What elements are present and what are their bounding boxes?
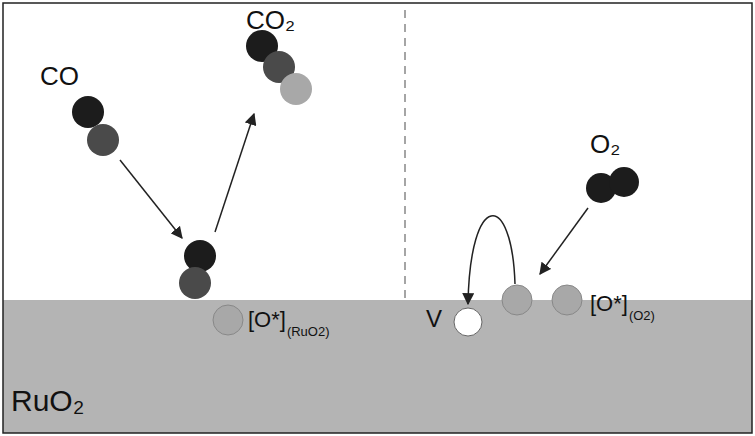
species-label: [O*] — [590, 292, 628, 316]
vacancy — [454, 308, 482, 336]
adsorbed-co — [179, 240, 216, 299]
ruo2-slab — [3, 300, 752, 433]
frame — [3, 3, 752, 433]
molecule-label: O₂ — [590, 130, 620, 159]
adsorbed-oxygen — [502, 285, 532, 315]
dissociation-arrow — [540, 208, 588, 274]
co2-molecule — [246, 30, 312, 105]
species-subscript: (RuO2) — [287, 325, 330, 339]
molecule-label: CO₂ — [246, 6, 295, 35]
desorption-arrow — [215, 114, 254, 232]
species-subscript: (O2) — [629, 309, 655, 323]
vacancy-label: V — [426, 306, 442, 332]
refill-arrow — [468, 216, 515, 304]
o2-molecule — [586, 167, 639, 203]
divider-line — [404, 10, 406, 300]
adsorbed-oxygen — [552, 285, 582, 315]
lattice-oxygen — [213, 305, 243, 335]
adsorption-arrow — [120, 160, 182, 238]
molecule-label: CO — [40, 62, 79, 91]
species-label: [O*] — [248, 308, 286, 332]
co-molecule — [72, 96, 119, 156]
material-label: RuO₂ — [11, 384, 84, 417]
